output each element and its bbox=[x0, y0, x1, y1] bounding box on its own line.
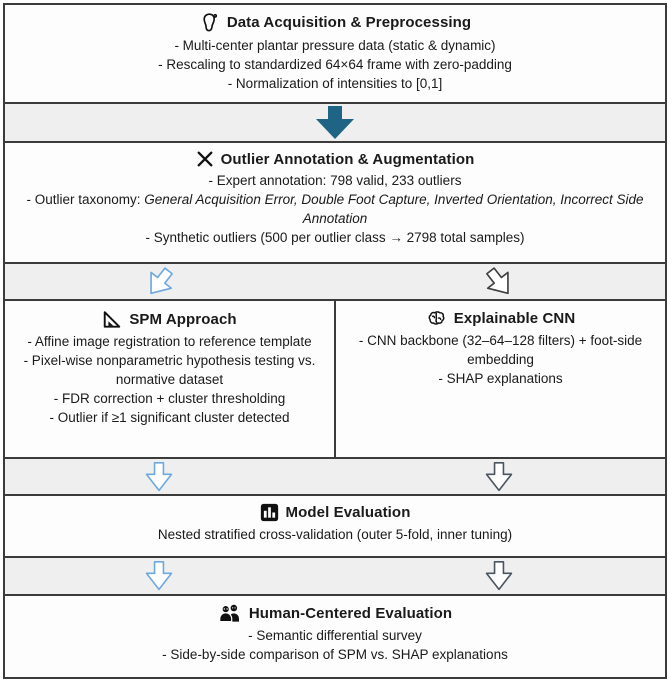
people-icon bbox=[218, 603, 242, 623]
step-line: - SHAP explanations bbox=[438, 371, 563, 386]
down-right-arrow-outline-icon bbox=[476, 259, 522, 305]
connector-band-2 bbox=[5, 262, 665, 299]
step-title: Data Acquisition & Preprocessing bbox=[226, 14, 472, 31]
down-arrow-blue-outline-icon bbox=[143, 560, 175, 592]
x-icon bbox=[196, 150, 214, 168]
down-left-arrow-outline-icon bbox=[136, 259, 182, 305]
step-title-row: Model Evaluation bbox=[5, 503, 665, 522]
bar-chart-icon bbox=[260, 503, 279, 522]
step-line: Nested stratified cross-validation (oute… bbox=[157, 527, 513, 542]
down-arrow-blue-outline-icon bbox=[143, 461, 175, 493]
step-title-row: Human-Centered Evaluation bbox=[5, 603, 665, 623]
down-arrow-dark-outline-icon bbox=[483, 560, 515, 592]
triangle-ruler-icon bbox=[102, 309, 122, 329]
step-title-row: SPM Approach bbox=[5, 309, 334, 329]
down-arrow-solid-icon bbox=[313, 106, 357, 140]
connector-band-3 bbox=[5, 457, 665, 494]
step-line: - Expert annotation: 798 valid, 233 outl… bbox=[208, 173, 462, 188]
step-title-row: Outlier Annotation & Augmentation bbox=[5, 150, 665, 168]
step-line-taxonomy: - Outlier taxonomy: General Acquisition … bbox=[5, 190, 665, 228]
step-title: SPM Approach bbox=[129, 310, 237, 328]
step-line: - Rescaling to standardized 64×64 frame … bbox=[158, 57, 512, 72]
connector-band-4 bbox=[5, 556, 665, 594]
step-line: - FDR correction + cluster thresholding bbox=[53, 391, 286, 406]
step-title-row: Explainable CNN bbox=[336, 309, 665, 328]
step-title: Explainable CNN bbox=[453, 310, 576, 327]
taxonomy-prefix: - Outlier taxonomy: bbox=[26, 192, 145, 207]
step-line: - Affine image registration to reference… bbox=[27, 334, 312, 349]
step-title: Outlier Annotation & Augmentation bbox=[220, 150, 475, 168]
step-line: - Semantic differential survey bbox=[248, 628, 422, 643]
step-title-row: Data Acquisition & Preprocessing bbox=[5, 12, 665, 33]
step-line: - CNN backbone (32–64–128 filters) + foo… bbox=[358, 333, 643, 367]
step-line: - Normalization of intensities to [0,1] bbox=[227, 76, 443, 91]
flow-diagram: Data Acquisition & Preprocessing - Multi… bbox=[3, 3, 667, 679]
down-arrow-dark-outline-icon bbox=[483, 461, 515, 493]
step-line: - Multi-center plantar pressure data (st… bbox=[174, 38, 496, 53]
step-model-evaluation-box: Model Evaluation Nested stratified cross… bbox=[5, 494, 665, 556]
step-outlier-annotation-box: Outlier Annotation & Augmentation - Expe… bbox=[5, 141, 665, 262]
foot-icon bbox=[199, 12, 220, 33]
parallel-approaches-box: SPM Approach - Affine image registration… bbox=[5, 299, 665, 457]
step-data-acquisition-box: Data Acquisition & Preprocessing - Multi… bbox=[5, 5, 665, 102]
step-line: - Side-by-side comparison of SPM vs. SHA… bbox=[162, 647, 508, 662]
step-title: Model Evaluation bbox=[285, 504, 411, 521]
explainable-cnn-column: Explainable CNN - CNN backbone (32–64–12… bbox=[334, 301, 665, 457]
step-line: - Outlier if ≥1 significant cluster dete… bbox=[49, 410, 290, 425]
step-line: - Synthetic outliers (500 per outlier cl… bbox=[145, 230, 525, 245]
step-title: Human-Centered Evaluation bbox=[248, 604, 453, 622]
connector-band-1 bbox=[5, 102, 665, 141]
step-human-centered-evaluation-box: Human-Centered Evaluation - Semantic dif… bbox=[5, 594, 665, 677]
taxonomy-classes: General Acquisition Error, Double Foot C… bbox=[144, 192, 644, 226]
step-line: - Pixel-wise nonparametric hypothesis te… bbox=[23, 353, 316, 387]
spm-approach-column: SPM Approach - Affine image registration… bbox=[5, 301, 334, 457]
brain-icon bbox=[426, 309, 447, 328]
